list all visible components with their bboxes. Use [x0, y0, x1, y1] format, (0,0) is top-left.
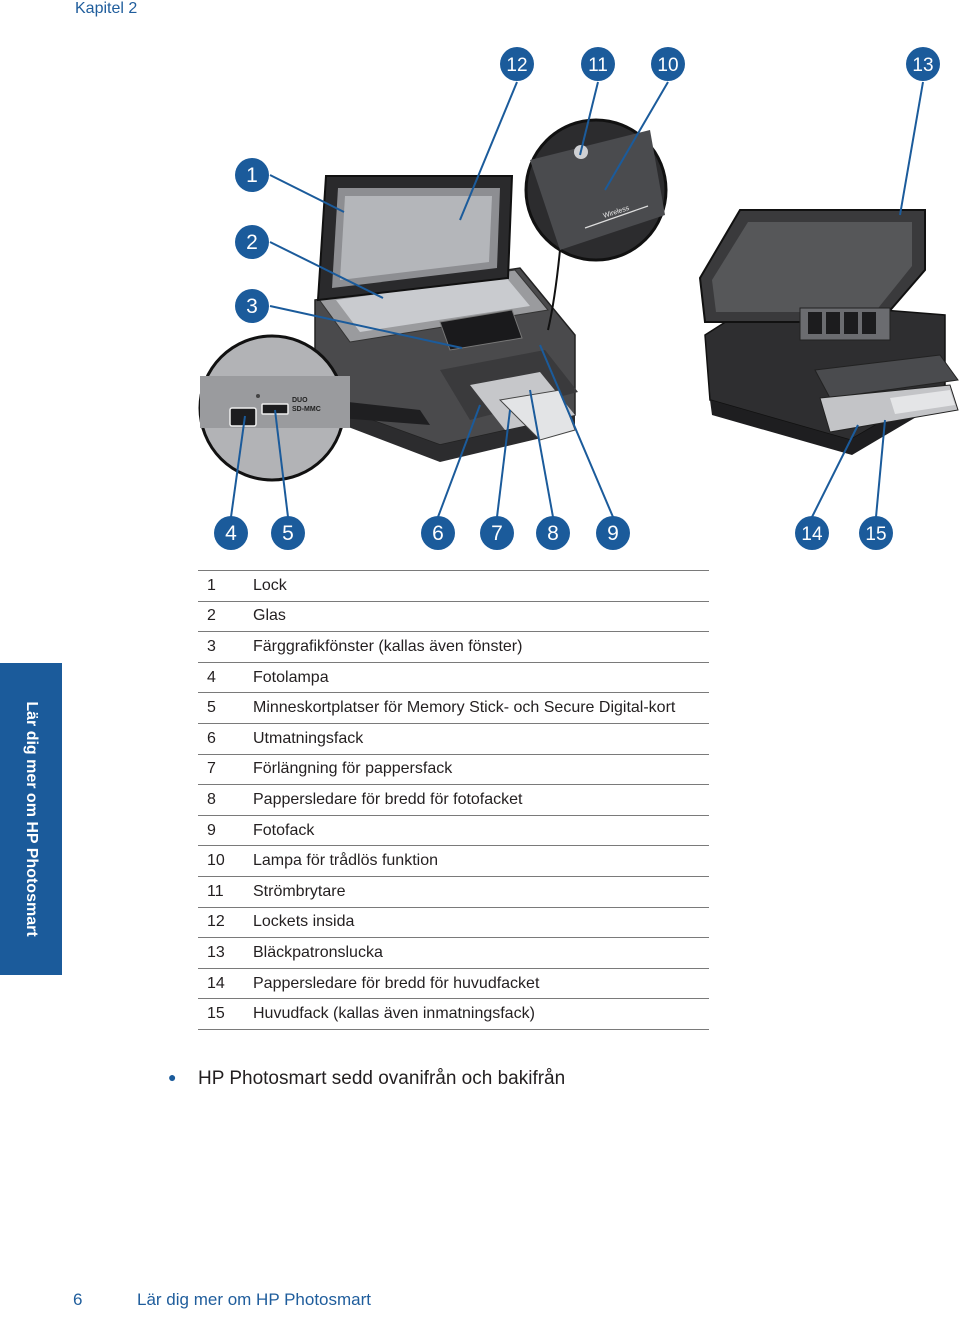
svg-text:13: 13 — [912, 55, 933, 76]
part-number: 4 — [198, 662, 253, 693]
page-number: 6 — [73, 1290, 82, 1310]
part-description: Glas — [253, 601, 709, 632]
power-wireless-inset: Wireless — [526, 120, 666, 330]
callout-1: 1 — [235, 158, 269, 192]
svg-text:12: 12 — [506, 55, 527, 76]
part-description: Lampa för trådlös funktion — [253, 846, 709, 877]
callout-10: 10 — [651, 47, 685, 81]
part-description: Strömbrytare — [253, 876, 709, 907]
callout-11: 11 — [581, 47, 615, 81]
part-description: Förlängning för pappersfack — [253, 754, 709, 785]
part-description: Bläckpatronslucka — [253, 938, 709, 969]
part-description: Färggrafikfönster (kallas även fönster) — [253, 632, 709, 663]
callout-4: 4 — [214, 516, 248, 550]
part-number: 13 — [198, 938, 253, 969]
bullet-text: HP Photosmart sedd ovanifrån och bakifrå… — [198, 1068, 565, 1089]
svg-text:3: 3 — [246, 295, 258, 318]
svg-text:2: 2 — [246, 231, 258, 254]
svg-text:14: 14 — [801, 524, 823, 545]
callout-15: 15 — [859, 516, 893, 550]
svg-text:6: 6 — [432, 522, 444, 545]
part-number: 9 — [198, 815, 253, 846]
part-description: Lockets insida — [253, 907, 709, 938]
callout-6: 6 — [421, 516, 455, 550]
card-slot-label-sd: SD-MMC — [292, 406, 321, 413]
footer-title: Lär dig mer om HP Photosmart — [137, 1290, 371, 1310]
part-description: Huvudfack (kallas även inmatningsfack) — [253, 999, 709, 1030]
part-description: Fotolampa — [253, 662, 709, 693]
part-number: 8 — [198, 785, 253, 816]
bullet-item: ●HP Photosmart sedd ovanifrån och bakifr… — [168, 1068, 565, 1090]
part-number: 5 — [198, 693, 253, 724]
part-description: Minneskortplatser för Memory Stick- och … — [253, 693, 709, 724]
part-number: 10 — [198, 846, 253, 877]
part-description: Fotofack — [253, 815, 709, 846]
callout-14: 14 — [795, 516, 829, 550]
svg-text:10: 10 — [657, 55, 678, 76]
svg-text:15: 15 — [865, 524, 886, 545]
callout-3: 3 — [235, 289, 269, 323]
printer-right — [700, 210, 958, 455]
side-tab-label: Lär dig mer om HP Photosmart — [22, 701, 40, 936]
part-number: 15 — [198, 999, 253, 1030]
printer-figure: DUO SD-MMC Wireless — [0, 0, 960, 560]
part-number: 14 — [198, 968, 253, 999]
part-description: Lock — [253, 571, 709, 602]
svg-text:1: 1 — [246, 164, 258, 187]
part-description: Utmatningsfack — [253, 723, 709, 754]
callout-2: 2 — [235, 225, 269, 259]
callout-8: 8 — [536, 516, 570, 550]
part-number: 11 — [198, 876, 253, 907]
part-description: Pappersledare för bredd för fotofacket — [253, 785, 709, 816]
callout-12: 12 — [500, 47, 534, 81]
side-tab: Lär dig mer om HP Photosmart — [0, 663, 62, 975]
svg-text:7: 7 — [491, 522, 503, 545]
callout-5: 5 — [271, 516, 305, 550]
callout-7: 7 — [480, 516, 514, 550]
svg-text:4: 4 — [225, 522, 237, 545]
part-number: 1 — [198, 571, 253, 602]
part-number: 2 — [198, 601, 253, 632]
part-number: 7 — [198, 754, 253, 785]
bullet-dot-icon: ● — [168, 1069, 198, 1085]
callout-9: 9 — [596, 516, 630, 550]
part-number: 12 — [198, 907, 253, 938]
part-number: 6 — [198, 723, 253, 754]
callout-13: 13 — [906, 47, 940, 81]
svg-text:9: 9 — [607, 522, 619, 545]
part-description: Pappersledare för bredd för huvudfacket — [253, 968, 709, 999]
svg-text:5: 5 — [282, 522, 294, 545]
part-number: 3 — [198, 632, 253, 663]
svg-text:8: 8 — [547, 522, 559, 545]
card-slot-label-duo: DUO — [292, 397, 308, 404]
svg-text:11: 11 — [588, 55, 608, 76]
